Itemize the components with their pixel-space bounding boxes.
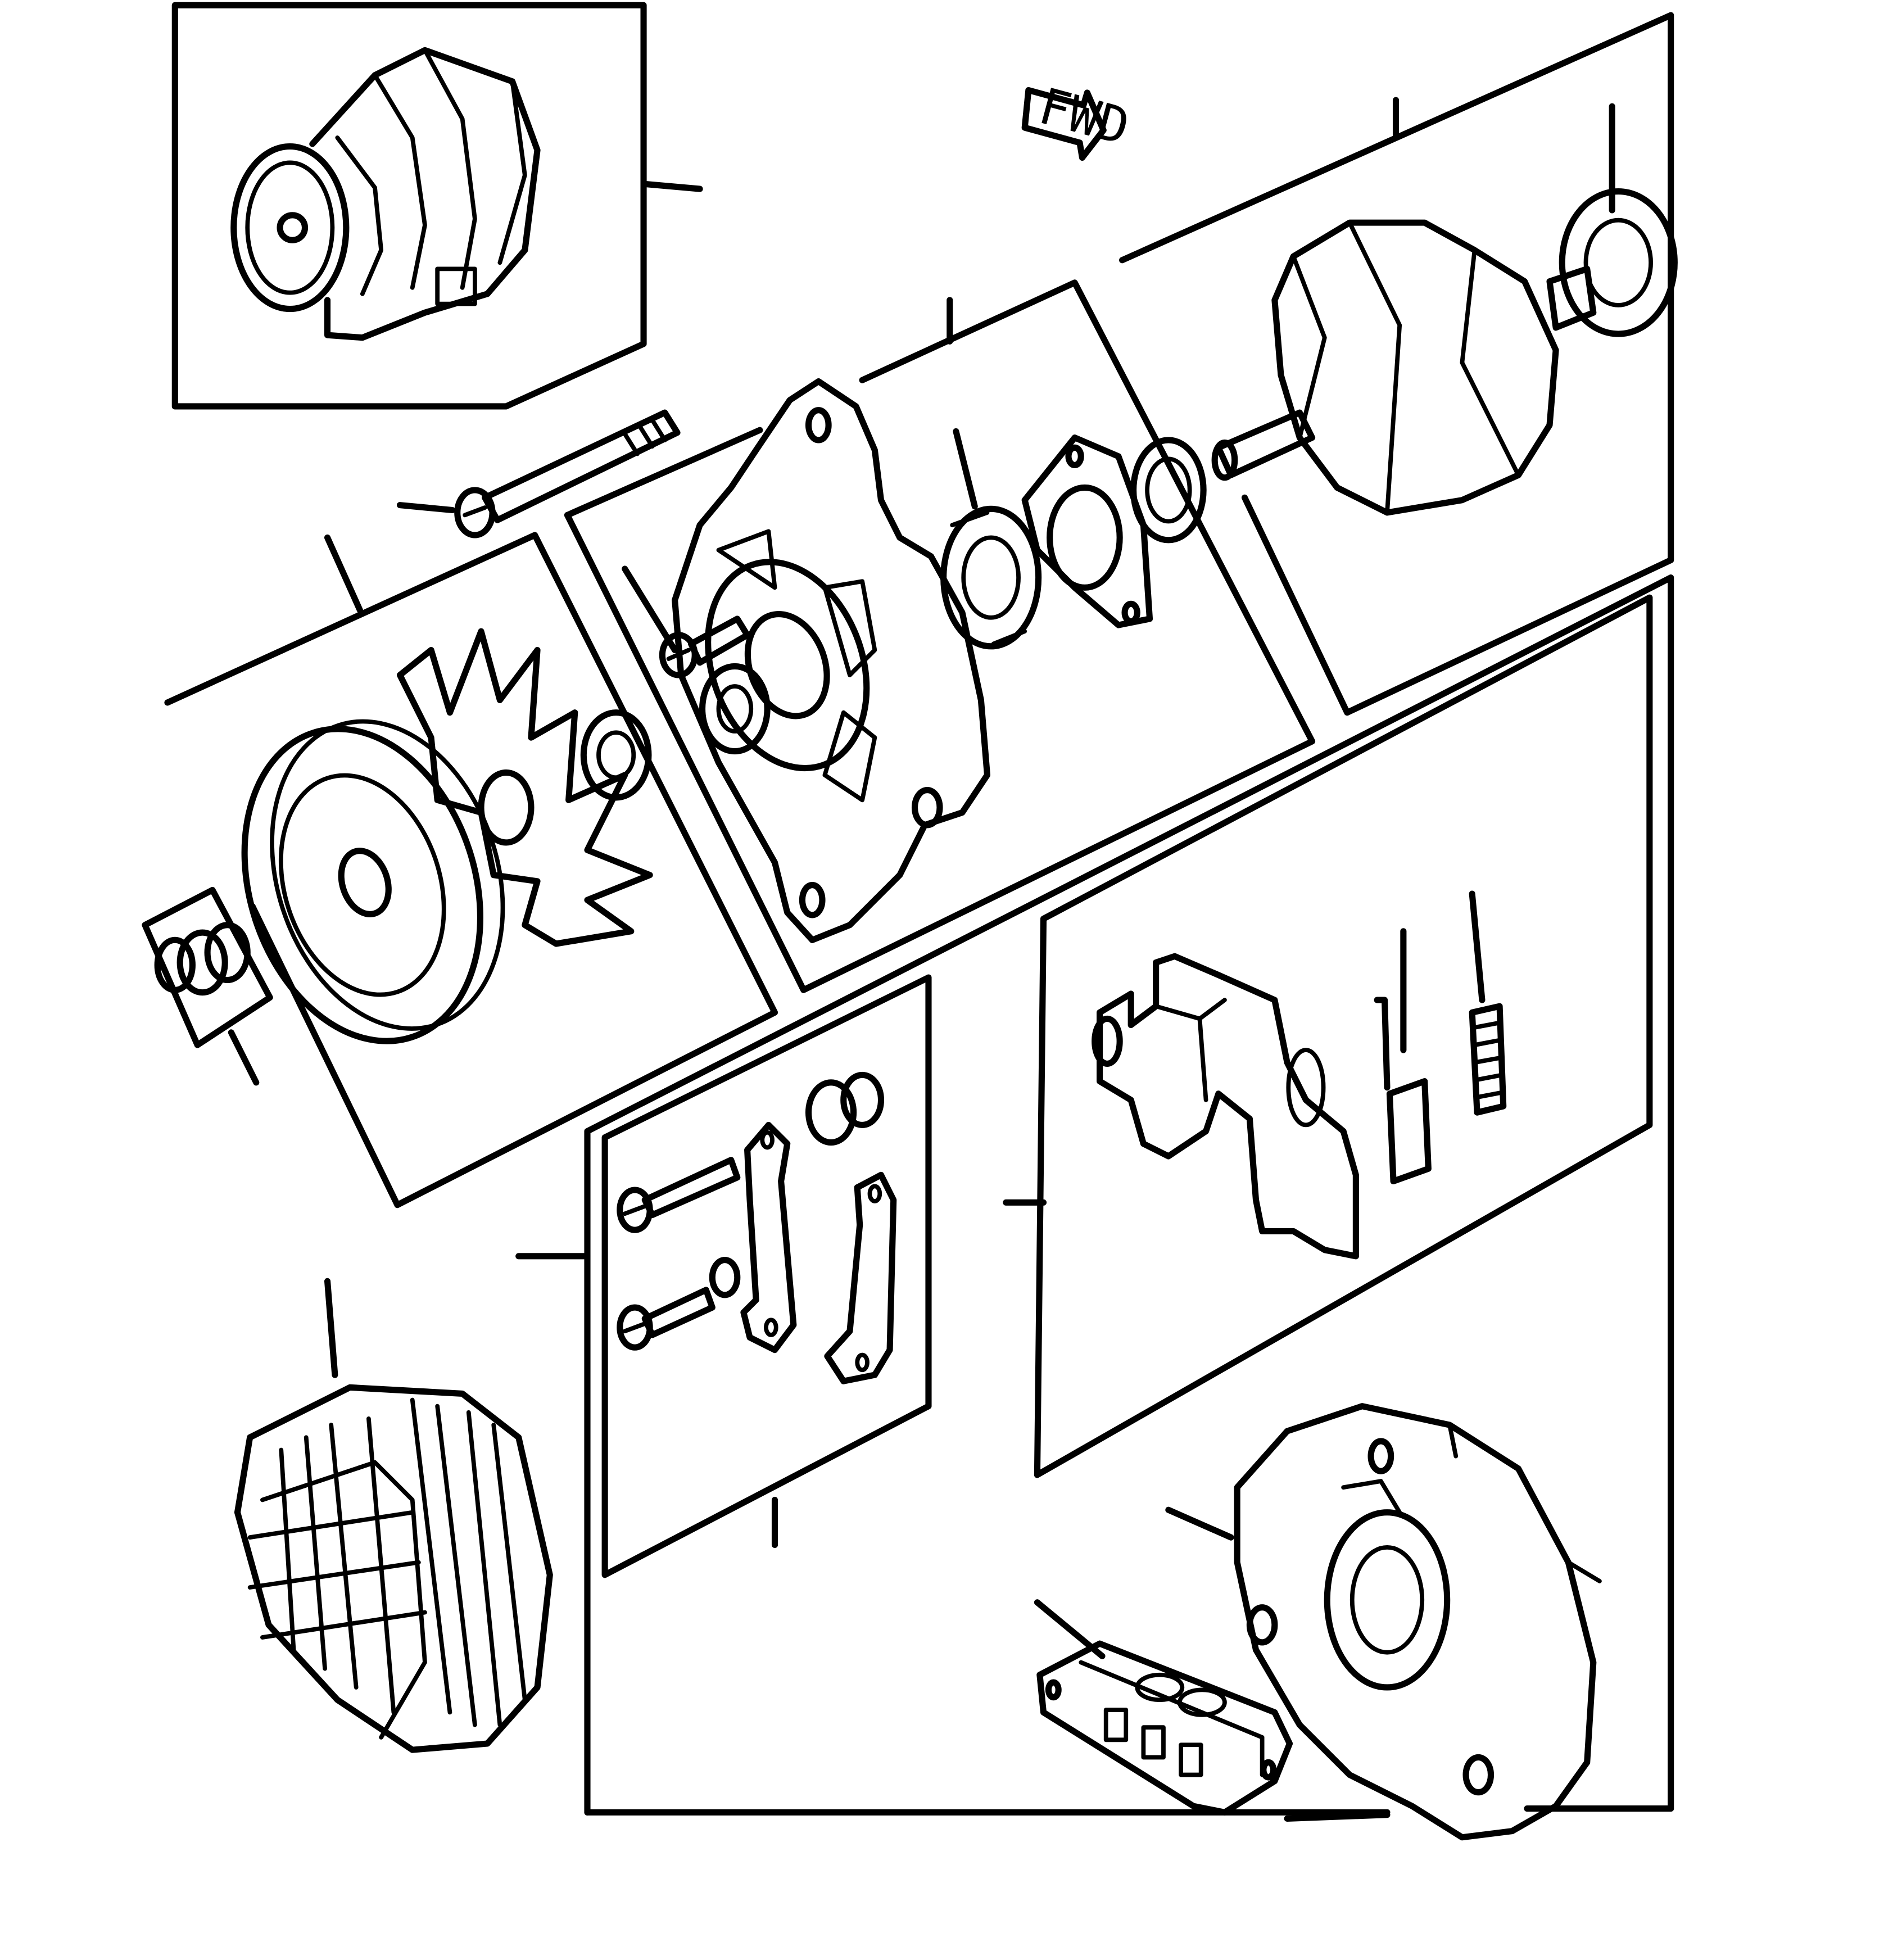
- oil-seal: [1130, 437, 1207, 544]
- rear-housing: [1165, 1403, 1602, 1841]
- diode-plate-screw-1: [617, 1157, 741, 1233]
- connector-plate-b: [824, 1171, 897, 1384]
- diode-plate-nut: [805, 1071, 885, 1146]
- stator-illustration: [234, 1384, 553, 1753]
- fan-illustration: [396, 628, 653, 947]
- stator: [234, 1278, 553, 1753]
- rectifier-diode-bridge: [1034, 1599, 1293, 1816]
- spacer-collar: [580, 709, 652, 801]
- carbon-brush: [1374, 997, 1432, 1185]
- front-bearing-retainer: [699, 663, 771, 755]
- front-screw: [622, 565, 751, 678]
- rear-group-frame: [584, 574, 1674, 1816]
- diode-plate-panel: [515, 974, 932, 1578]
- connector-plate-a: [740, 1121, 797, 1354]
- diode-plate-screw-2: [617, 1287, 715, 1351]
- rectifier-illustration: [1036, 1640, 1293, 1816]
- front-bearing: [940, 505, 1042, 650]
- diode-plate-washer: [709, 1256, 741, 1298]
- bearing-retainer-plate: [1021, 434, 1153, 628]
- front-housing-illustration: [672, 378, 991, 943]
- brush-holder-panel: [1003, 594, 1653, 1478]
- bearing-plate-group: [940, 434, 1207, 650]
- through-bolt: [396, 409, 681, 538]
- brush-spring: [1469, 1003, 1507, 1116]
- pulley-illustration: [241, 719, 505, 1044]
- brush-holder-illustration: [1092, 953, 1359, 1260]
- rotor-panel: [1119, 12, 1678, 716]
- rear-housing-illustration: [1234, 1403, 1602, 1841]
- rotor-illustration: [1211, 219, 1597, 516]
- fwd-direction-arrow: FWD: [1021, 76, 1135, 161]
- pulley-fan-panel: [164, 532, 778, 1208]
- fwd-label: FWD: [1033, 76, 1135, 156]
- nut-washer-panel: [142, 886, 273, 1086]
- rear-bearing: [1559, 188, 1678, 337]
- front-housing-panel: [564, 279, 1316, 993]
- inset-assembled-alternator: [171, 2, 703, 410]
- assembled-alternator-illustration: [230, 47, 541, 341]
